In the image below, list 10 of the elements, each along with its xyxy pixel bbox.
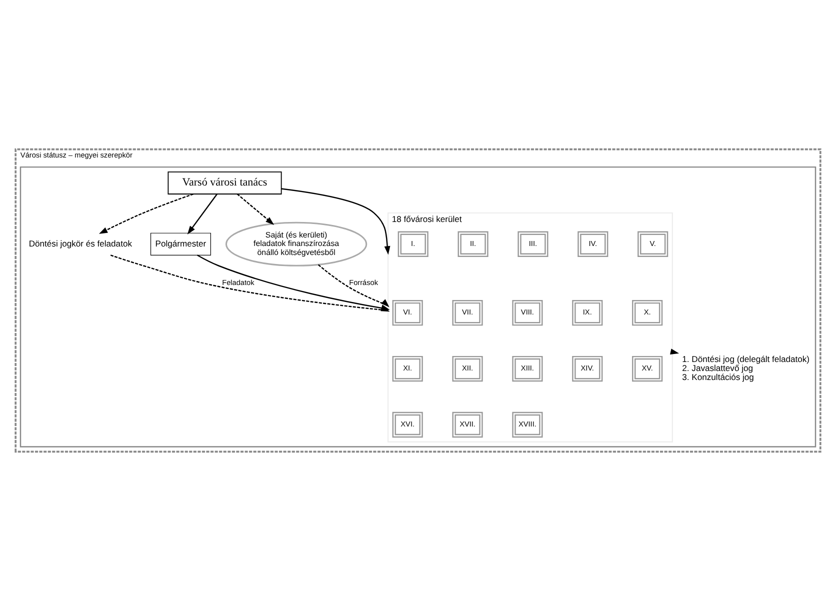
node-text: 1. Döntési jog (delegált feladatok) 2. Javaslattevő jog 3. Konzultációs jog	[682, 354, 810, 382]
arrow	[281, 188, 390, 255]
arrow	[187, 194, 218, 234]
node-box: Polgármester	[150, 232, 211, 256]
node-text: Döntési jogkör és feladatok	[28, 238, 132, 248]
arrow	[236, 194, 274, 225]
arrow	[196, 254, 390, 310]
arrow	[98, 193, 194, 234]
node-box: Varsó városi tanács	[168, 172, 282, 194]
arrow	[318, 264, 390, 308]
